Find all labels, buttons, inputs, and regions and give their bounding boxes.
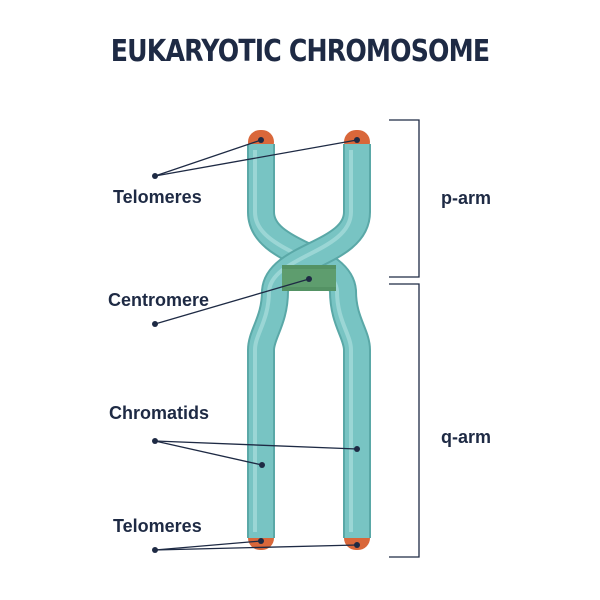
chromatid-b [247, 144, 371, 538]
leader-dots [152, 137, 360, 553]
p-arm-bracket [389, 119, 420, 278]
label-centromere: Centromere [108, 290, 209, 310]
leader-lines [154, 139, 358, 551]
label-telomeres-bottom: Telomeres [113, 516, 202, 536]
label-p-arm: p-arm [441, 188, 491, 208]
label-q-arm: q-arm [441, 427, 491, 447]
q-arm-bracket [389, 283, 420, 558]
label-telomeres-top: Telomeres [113, 187, 202, 207]
label-chromatids: Chromatids [109, 403, 209, 423]
diagram-title: EUKARYOTIC CHROMOSOME [110, 34, 490, 69]
